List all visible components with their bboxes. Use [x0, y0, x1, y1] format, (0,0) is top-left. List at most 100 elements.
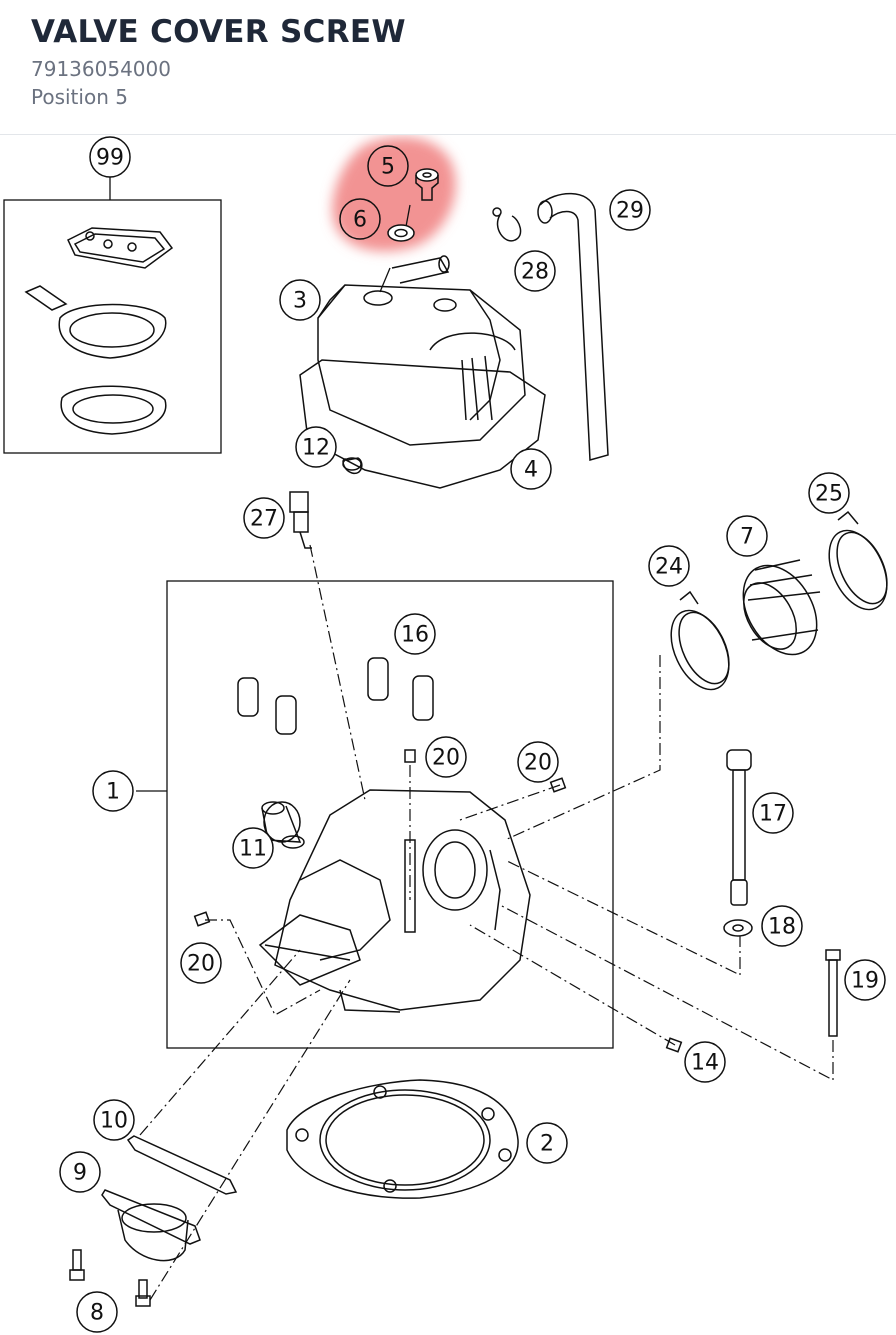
intake-boot-drawing — [670, 510, 888, 691]
intake-flange-drawing — [69, 1135, 238, 1307]
dash-dot-leaders — [139, 544, 834, 1301]
callout-ring — [89, 136, 131, 178]
plug-screws-drawing — [193, 749, 683, 1053]
callout-1[interactable]: 1 — [92, 770, 134, 812]
callout-4[interactable]: 4 — [510, 448, 552, 490]
callout-label: 2 — [540, 1132, 554, 1157]
callout-25[interactable]: 25 — [808, 472, 850, 514]
callout-7[interactable]: 7 — [726, 515, 768, 557]
callout-ring — [752, 792, 794, 834]
callout-ring — [609, 189, 651, 231]
valve-guides-drawing — [237, 657, 434, 735]
callout-8[interactable]: 8 — [76, 1291, 118, 1333]
callout-20c[interactable]: 20 — [180, 942, 222, 984]
callout-ring — [844, 959, 886, 1001]
callout-label: 19 — [851, 969, 879, 994]
callout-ring — [761, 905, 803, 947]
callout-label: 17 — [759, 802, 787, 827]
callout-ring — [295, 426, 337, 468]
callout-ring — [726, 515, 768, 557]
callout-label: 20 — [524, 751, 552, 776]
cylinder-head-drawing — [258, 789, 531, 1013]
callout-20a[interactable]: 20 — [425, 736, 467, 778]
callout-label: 9 — [73, 1161, 87, 1186]
temperature-sensor-drawing — [289, 491, 312, 549]
callout-ring — [394, 613, 436, 655]
callout-ring — [526, 1122, 568, 1164]
callout-label: 18 — [768, 915, 796, 940]
callout-label: 28 — [521, 260, 549, 285]
callout-18[interactable]: 18 — [761, 905, 803, 947]
solid-leaders — [109, 177, 411, 792]
part-number: 79136054000 — [31, 57, 171, 81]
callout-label: 5 — [381, 155, 395, 180]
callout-label: 1 — [106, 780, 120, 805]
callout-14[interactable]: 14 — [684, 1041, 726, 1083]
head-gasket-drawing — [286, 1079, 519, 1199]
callout-10[interactable]: 10 — [93, 1099, 135, 1141]
callout-label: 12 — [302, 436, 330, 461]
callout-label: 27 — [250, 507, 278, 532]
valve-stem-seal-drawing — [261, 801, 305, 849]
callout-label: 29 — [616, 199, 644, 224]
cylinder-head-frame — [166, 580, 614, 1049]
callout-ring — [648, 545, 690, 587]
callout-3[interactable]: 3 — [279, 279, 321, 321]
callout-ring — [93, 1099, 135, 1141]
callout-label: 20 — [432, 746, 460, 771]
callout-11[interactable]: 11 — [232, 827, 274, 869]
callout-ring — [180, 942, 222, 984]
page-title: VALVE COVER SCREW — [31, 14, 406, 50]
callout-28[interactable]: 28 — [514, 250, 556, 292]
callout-ring — [279, 279, 321, 321]
callout-ring — [517, 741, 559, 783]
callout-label: 3 — [293, 289, 307, 314]
callout-label: 10 — [100, 1109, 128, 1134]
callout-16[interactable]: 16 — [394, 613, 436, 655]
callout-ring — [514, 250, 556, 292]
head-bolts-drawing — [723, 749, 841, 1037]
callout-20b[interactable]: 20 — [517, 741, 559, 783]
callout-label: 6 — [353, 208, 367, 233]
callout-12[interactable]: 12 — [295, 426, 337, 468]
callout-label: 11 — [239, 837, 267, 862]
page-header: VALVE COVER SCREW 79136054000 Position 5 — [0, 0, 896, 135]
callout-29[interactable]: 29 — [609, 189, 651, 231]
callout-ring — [243, 497, 285, 539]
callout-ring — [232, 827, 274, 869]
callout-9[interactable]: 9 — [59, 1151, 101, 1193]
gasket-set-drawing — [24, 227, 174, 435]
callout-ring — [808, 472, 850, 514]
position-label: Position 5 — [31, 85, 128, 109]
callout-label: 24 — [655, 555, 683, 580]
callout-5[interactable]: 5 — [367, 145, 409, 187]
callout-label: 4 — [524, 458, 538, 483]
callout-27[interactable]: 27 — [243, 497, 285, 539]
callout-label: 16 — [401, 623, 429, 648]
callout-2[interactable]: 2 — [526, 1122, 568, 1164]
valve-cover-screw-drawing — [387, 168, 439, 242]
callout-17[interactable]: 17 — [752, 792, 794, 834]
highlight-area — [332, 137, 456, 252]
callout-99[interactable]: 99 — [89, 136, 131, 178]
callout-6[interactable]: 6 — [339, 198, 381, 240]
callout-label: 99 — [96, 146, 124, 171]
breather-hose-drawing — [492, 192, 609, 461]
valve-cover-drawing — [299, 255, 546, 489]
callout-19[interactable]: 19 — [844, 959, 886, 1001]
callout-label: 20 — [187, 952, 215, 977]
callout-24[interactable]: 24 — [648, 545, 690, 587]
exploded-parts-diagram: 9956292831242725724161202017111820191410… — [3, 136, 888, 1333]
gasket-set-frame — [3, 199, 222, 454]
callout-label: 25 — [815, 482, 843, 507]
callout-ring — [76, 1291, 118, 1333]
callout-ring — [92, 770, 134, 812]
callout-label: 7 — [740, 525, 754, 550]
callout-ring — [59, 1151, 101, 1193]
callout-label: 8 — [90, 1301, 104, 1326]
callout-ring — [367, 145, 409, 187]
callout-ring — [510, 448, 552, 490]
callout-ring — [339, 198, 381, 240]
callout-label: 14 — [691, 1051, 719, 1076]
